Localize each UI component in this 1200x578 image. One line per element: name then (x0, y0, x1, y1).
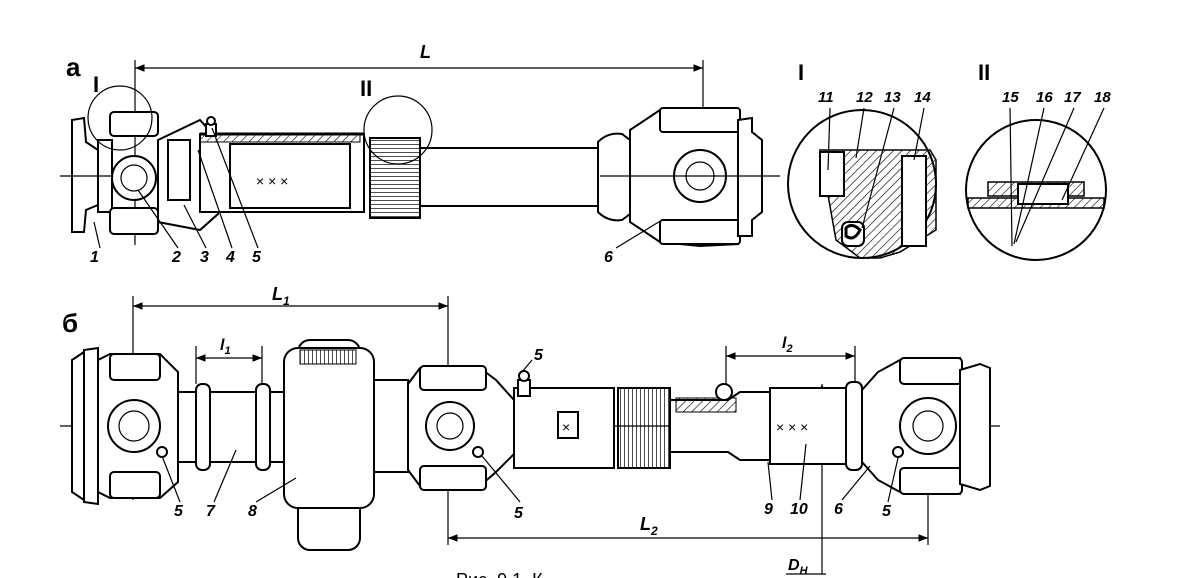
main-tube-a (419, 147, 611, 207)
part-3-label: 3 (200, 249, 209, 266)
detail-II-title: II (978, 60, 990, 85)
left-yoke-top-a (109, 111, 159, 137)
part-16-label: 16 (1036, 89, 1053, 106)
part-18-label: 18 (1094, 89, 1111, 106)
svg-text:× × ×: × × × (776, 419, 808, 435)
dim-l2-main: l (782, 335, 787, 352)
view-b: б L1 l1 l2 L2 (60, 284, 1000, 577)
svg-text:DH: DH (788, 557, 809, 577)
detail-II: II 15 16 17 18 (965, 60, 1111, 261)
detail-I: I 11 12 13 14 (787, 60, 937, 259)
view-b-letter: б (62, 308, 78, 338)
svg-text:×: × (562, 419, 570, 435)
dim-L1-main: L (272, 284, 283, 304)
left-cross-b (107, 399, 161, 453)
dimension-L-label: L (420, 42, 431, 62)
part-6-label-a: 6 (604, 249, 613, 266)
intermediate-support-b (283, 339, 409, 551)
left-cross-a (111, 155, 157, 201)
dim-L2-main: L (640, 514, 651, 534)
part-6-label-b: 6 (834, 501, 843, 518)
boot-b (617, 387, 671, 469)
part-11-label: 11 (818, 89, 834, 106)
svg-text:L2: L2 (640, 514, 658, 538)
boot-a (369, 137, 421, 219)
part-10-label: 10 (790, 501, 808, 518)
part-2-label: 2 (171, 249, 181, 266)
part-8-label: 8 (248, 503, 257, 520)
detail-I-title: I (798, 60, 804, 85)
dim-L2-sub: 2 (650, 524, 658, 538)
view-b-leaders (161, 359, 899, 503)
dim-l1-main: l (220, 337, 225, 354)
detail-II-marker: II (360, 76, 372, 101)
dimension-l1: l1 (195, 337, 263, 384)
detail-I-marker: I (93, 72, 99, 97)
part-14-label: 14 (914, 89, 931, 106)
dim-l1-sub: 1 (224, 345, 230, 357)
part-5-label-a: 5 (252, 249, 262, 266)
part-13-label: 13 (884, 89, 901, 106)
dimension-l2: l2 (725, 335, 856, 392)
dim-l2-sub: 2 (785, 343, 792, 355)
view-a-part-numbers: 1 2 3 4 5 6 (90, 249, 613, 266)
svg-text:L1: L1 (272, 284, 290, 308)
view-a-letter: а (66, 52, 81, 82)
figure-caption-fragment: Рис. 9.1. К (456, 570, 543, 578)
part-5-label-b1: 5 (174, 503, 184, 520)
svg-text:l1: l1 (220, 337, 231, 357)
part-5-label-b-top: 5 (534, 347, 544, 364)
middle-cross-b (425, 401, 475, 451)
part-9-label: 9 (764, 501, 773, 518)
dim-DH-main: D (788, 557, 800, 574)
part-5-label-b3: 5 (882, 503, 892, 520)
svg-text:l2: l2 (782, 335, 793, 355)
svg-text:× × ×: × × × (256, 173, 288, 189)
part-1-label: 1 (90, 249, 99, 266)
part-15-label: 15 (1002, 89, 1019, 106)
part-17-label: 17 (1064, 89, 1081, 106)
part-7-label: 7 (206, 503, 216, 520)
view-a-leaders (93, 127, 663, 249)
left-flange-a (71, 116, 99, 233)
right-cross-b (899, 397, 957, 455)
left-flange-b (71, 350, 85, 502)
part-12-label: 12 (856, 89, 873, 106)
view-b-part-numbers: 5 5 7 8 5 9 10 6 5 (174, 347, 892, 522)
part-4-label: 4 (225, 249, 235, 266)
view-a: а I II L × × × (60, 42, 780, 266)
dim-DH-sub: H (800, 565, 809, 577)
part-5-label-b2: 5 (514, 505, 524, 522)
dim-L1-sub: 1 (283, 294, 290, 308)
grease-nipple-a (205, 116, 217, 137)
